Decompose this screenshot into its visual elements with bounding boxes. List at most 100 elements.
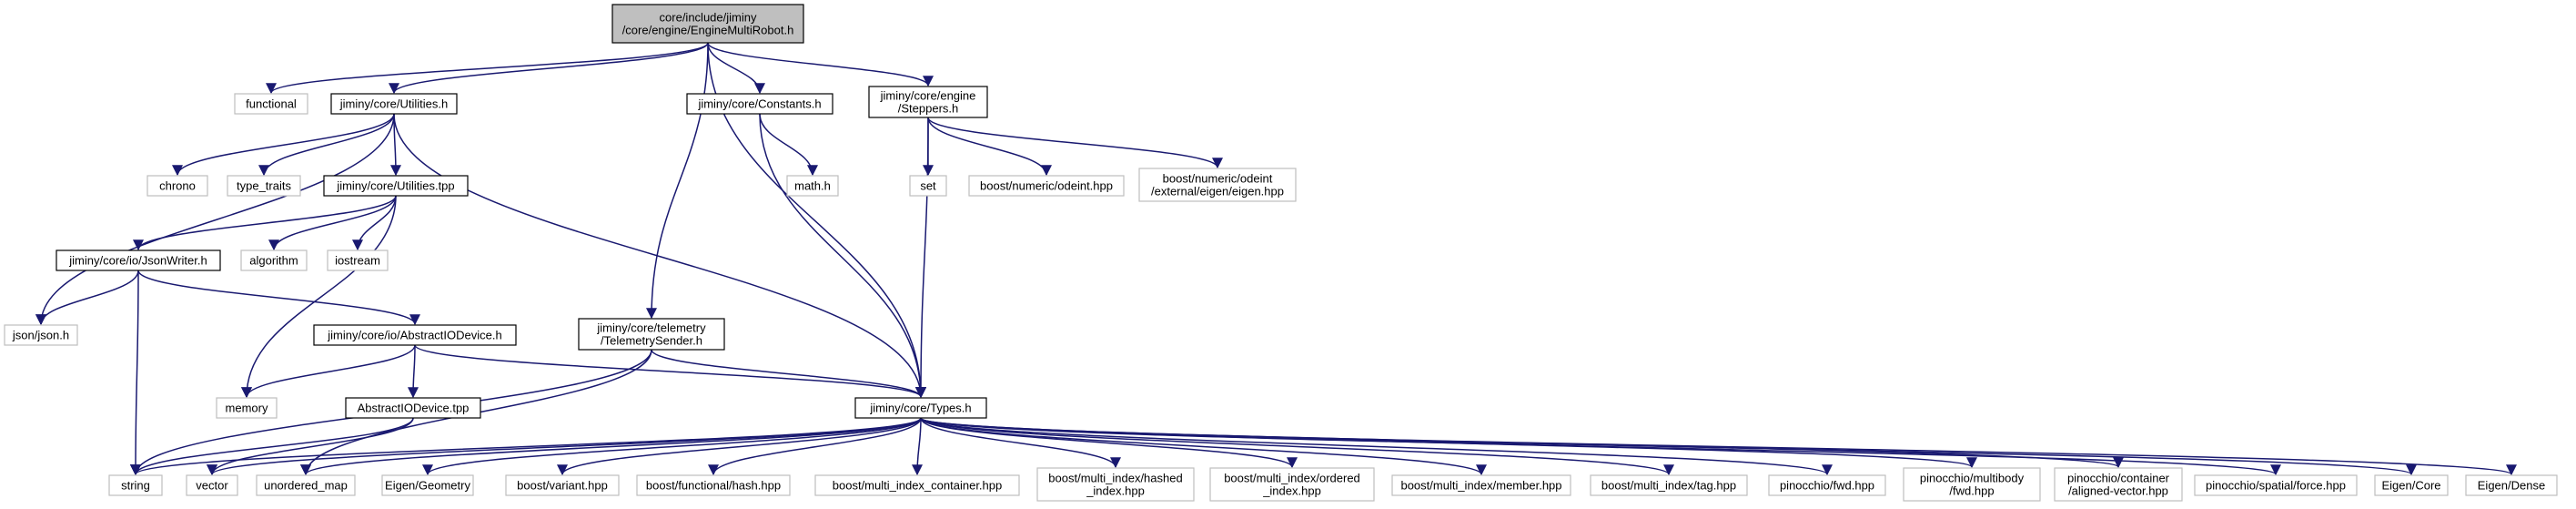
node-box [786,175,839,197]
node-set: set [909,175,947,197]
node-box [381,474,474,496]
node-label: Eigen/Core [2381,479,2440,493]
edge-engine_multirobot_h-to-telemetry_sender_h [646,42,709,320]
node-label: boost/variant.hpp [517,479,608,493]
node-label: pinocchio/fwd.hpp [1780,479,1874,493]
edge-engine_multirobot_h-to-constants_h [707,42,765,95]
node-box [323,175,469,197]
node-label: boost/multi_index/tag.hpp [1601,479,1736,493]
edge-abstract_iodevice_tpp-to-string [130,417,414,476]
node-box [2054,467,2183,502]
node-functional: functional [234,93,308,115]
edge-abstract_iodevice_tpp-to-vector [207,417,414,476]
node-box [216,397,278,419]
node-label: math.h [794,179,831,193]
node-label: chrono [159,179,196,193]
node-steppers_h[interactable]: jiminy/core/engine/Steppers.h [868,86,988,118]
node-type_traits: type_traits [227,175,301,197]
node-abstract_iodevice_tpp[interactable]: AbstractIODevice.tpp [345,397,481,419]
edge-types_h-to-string [130,417,922,476]
node-label: core/include/jiminy [660,11,757,25]
edge-constants_h-to-math_h [759,113,818,177]
node-label: /external/eigen/eigen.hpp [1151,185,1284,199]
node-string: string [108,474,163,496]
node-vector: vector [186,474,238,496]
node-label: _index.hpp [1262,484,1321,498]
node-label: jiminy/core/Constants.h [697,97,821,111]
node-box [4,324,78,346]
edge-abstract_iodevice_h-to-types_h [414,344,926,399]
node-box [330,93,458,115]
node-label: unordered_map [264,479,348,493]
node-label: _index.hpp [1086,484,1145,498]
node-math_h: math.h [786,175,839,197]
node-boost_multi_index_container: boost/multi_index_container.hpp [814,474,1020,496]
node-label: set [920,179,936,193]
node-box [1036,467,1195,502]
edge-engine_multirobot_h-to-steppers_h [707,42,934,87]
node-label: string [121,479,150,493]
node-box [1138,168,1297,202]
edge-abstract_iodevice_h-to-abstract_iodevice_tpp [408,344,419,399]
node-box [1209,467,1375,502]
node-odeint_eigen_hpp: boost/numeric/odeint/external/eigen/eige… [1138,168,1297,202]
edge-types_h-to-vector [207,417,922,476]
node-odeint_hpp: boost/numeric/odeint.hpp [968,175,1125,197]
edge-types_h-to-boost_multi_index_container [912,417,924,476]
node-label: boost/functional/hash.hpp [646,479,781,493]
node-label: pinocchio/spatial/force.hpp [2206,479,2346,493]
node-label: /fwd.hpp [1949,484,1994,498]
node-boost_functional_hash: boost/functional/hash.hpp [636,474,791,496]
node-eigen_geometry: Eigen/Geometry [381,474,474,496]
node-box [186,474,238,496]
node-label: vector [196,479,228,493]
node-abstract_iodevice_h[interactable]: jiminy/core/io/AbstractIODevice.h [313,324,517,346]
edge-telemetry_sender_h-to-types_h [651,349,926,399]
node-utilities_h[interactable]: jiminy/core/Utilities.h [330,93,458,115]
edge-types_h-to-pinocchio_fwd [920,417,1833,476]
node-label: type_traits [237,179,291,193]
node-box [868,86,988,118]
edge-engine_multirobot_h-to-utilities_h [389,42,709,95]
node-telemetry_sender_h[interactable]: jiminy/core/telemetry/TelemetrySender.h [578,318,725,351]
node-label: jiminy/core/io/AbstractIODevice.h [327,329,501,342]
edge-utilities_h-to-types_h [393,113,926,399]
node-eigen_dense: Eigen/Dense [2465,474,2558,496]
node-types_h[interactable]: jiminy/core/Types.h [854,397,987,419]
node-label: functional [246,97,297,111]
edge-types_h-to-eigen_geometry [422,417,922,476]
node-label: memory [226,402,268,415]
node-utilities_tpp[interactable]: jiminy/core/Utilities.tpp [323,175,469,197]
node-box [313,324,517,346]
node-label: pinocchio/multibody [1920,472,2025,485]
edge-steppers_h-to-types_h [915,117,929,399]
node-memory: memory [216,397,278,419]
node-eigen_core: Eigen/Core [2374,474,2449,496]
node-label: boost/numeric/odeint.hpp [980,179,1113,193]
node-box [234,93,308,115]
node-box [909,175,947,197]
node-boost_hashed_index: boost/multi_index/hashed_index.hpp [1036,467,1195,502]
node-constants_h[interactable]: jiminy/core/Constants.h [686,93,833,115]
edge-utilities_h-to-type_traits [258,113,395,177]
node-box [968,175,1125,197]
node-label: Eigen/Geometry [385,479,470,493]
edge-utilities_h-to-json_h [35,113,395,326]
node-box [1391,474,1571,496]
node-box [636,474,791,496]
node-box [108,474,163,496]
node-label: jiminy/core/telemetry [596,321,706,335]
nodes-layer: core/include/jiminy/core/engine/EngineMu… [4,4,2558,502]
node-box [854,397,987,419]
node-label: algorithm [249,254,298,268]
node-label: jiminy/core/engine [880,89,976,103]
edge-jsonwriter_h-to-json_h [35,270,139,326]
edge-types_h-to-boost_member [920,417,1487,476]
node-jsonwriter_h[interactable]: jiminy/core/io/JsonWriter.h [56,249,221,271]
node-label: iostream [335,254,380,268]
node-box [2465,474,2558,496]
edge-utilities_tpp-to-iostream [352,195,397,251]
edge-types_h-to-boost_variant [557,417,922,476]
edge-types_h-to-eigen_dense [920,417,2517,476]
